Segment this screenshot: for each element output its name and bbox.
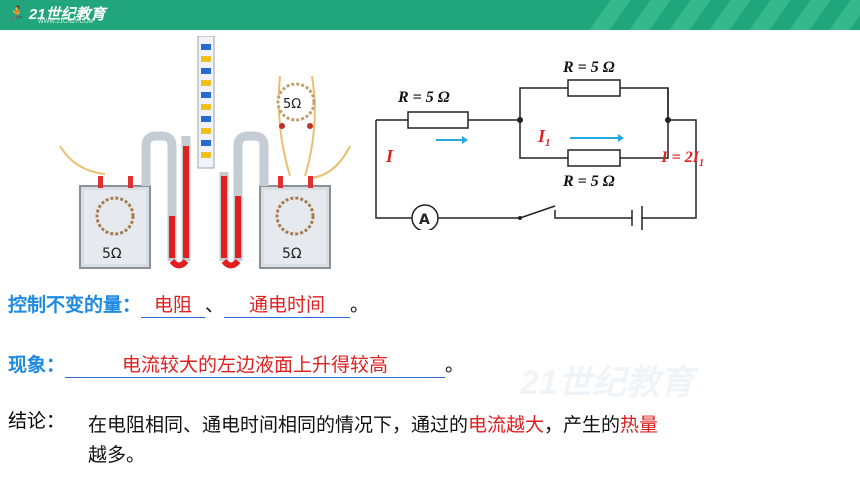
conclusion-label: 结论： — [8, 410, 66, 432]
phenomenon-row: 现象： 电流较大的左边液面上升得较高 。 — [8, 350, 464, 378]
ammeter-label: A — [419, 212, 430, 228]
controls-answer-2: 通电时间 — [249, 294, 326, 316]
right-heating-coil — [275, 196, 315, 236]
left-resistor-label: 5Ω — [102, 246, 122, 262]
conclusion-text-3: 越多。 — [88, 444, 146, 466]
header-stripe — [709, 0, 751, 30]
series-resistor-label: R = 5 Ω — [397, 89, 450, 106]
current-label-main: I — [385, 146, 394, 166]
right-resistor-label: 5Ω — [282, 246, 302, 262]
conclusion-text: 在电阻相同、通电时间相同的情况下，通过的电流越大，产生的热量越多。 — [88, 410, 858, 470]
logo: 🏃 21世纪教育 — [6, 3, 106, 24]
logo-text: 21世纪教育 — [28, 6, 106, 23]
current-relation-label: I = 2I1 — [660, 149, 704, 169]
header-stripe — [589, 0, 631, 30]
right-u-tube — [221, 259, 241, 269]
experiment-apparatus: 5Ω 5Ω 5Ω — [59, 36, 351, 269]
series-resistor — [407, 111, 469, 129]
phenomenon-end: 。 — [445, 354, 465, 376]
external-resistor-label: 5Ω — [283, 97, 301, 112]
controls-end: 。 — [350, 294, 370, 316]
scale-ruler — [197, 36, 215, 169]
conclusion-highlight-2: 热量 — [620, 414, 659, 436]
circuit-diagram: A R = 5 Ω R = 5 Ω R = 5 Ω I I1 I = 2I1 — [375, 59, 704, 230]
controls-separator: 、 — [205, 294, 225, 316]
header-stripe — [749, 0, 791, 30]
left-heating-coil — [95, 196, 135, 236]
controls-blank-1: 电阻 — [141, 290, 206, 318]
runner-icon: 🏃 — [6, 6, 25, 23]
header-stripe — [829, 0, 860, 30]
controls-blank-2: 通电时间 — [224, 290, 351, 318]
phenomenon-answer: 电流较大的左边液面上升得较高 — [122, 354, 389, 376]
bottom-resistor-label: R = 5 Ω — [562, 173, 615, 190]
conclusion-text-1: 在电阻相同、通电时间相同的情况下，通过的 — [88, 414, 469, 436]
header-stripe — [629, 0, 671, 30]
phenomenon-blank: 电流较大的左边液面上升得较高 — [65, 350, 446, 378]
parallel-resistor-top — [567, 79, 621, 97]
watermark: 21世纪教育 — [520, 364, 694, 402]
controls-row: 控制不变的量： 电阻、 通电时间 。 — [8, 290, 369, 318]
phenomenon-label: 现象： — [8, 354, 66, 376]
header-bar: 🏃 21世纪教育 WWW.21CNJY.COM — [0, 0, 860, 30]
header-stripe — [789, 0, 831, 30]
logo-subtext: WWW.21CNJY.COM — [38, 19, 94, 25]
controls-answer-1: 电阻 — [154, 294, 193, 316]
external-resistor-coil — [276, 82, 316, 122]
current-label-branch: I1 — [537, 126, 551, 149]
left-u-tube — [169, 259, 189, 269]
ammeter-icon — [411, 204, 439, 230]
conclusion-text-2: ，产生的 — [544, 414, 621, 436]
conclusion-highlight-1: 电流越大 — [468, 414, 545, 436]
parallel-resistor-bottom — [567, 149, 621, 167]
header-stripe — [669, 0, 711, 30]
top-resistor-label: R = 5 Ω — [562, 59, 615, 76]
controls-label: 控制不变的量： — [8, 294, 142, 316]
switch-icon — [519, 205, 556, 219]
